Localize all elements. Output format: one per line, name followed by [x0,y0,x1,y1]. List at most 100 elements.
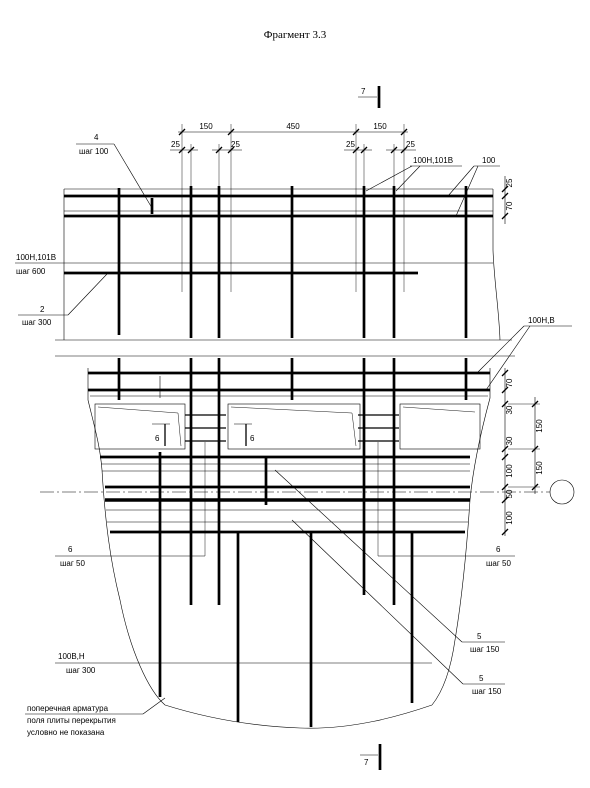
callout-mark: 100Н,101В [413,156,453,165]
callout-mark: 4 [94,133,99,142]
lower-vertical-bars [117,358,468,727]
callout-mark: 100 [482,156,496,165]
slab-break-right [492,189,501,341]
opening-hatch [402,406,476,413]
opening-hatch [230,406,357,447]
dimension-tick [501,453,509,461]
callout-bars-top-right: 100Н,101В 100 [365,156,500,217]
dimension-value: 25 [231,140,240,149]
drawing-note: поперечная арматура поля плиты перекрыти… [25,697,166,737]
callout-step: шаг 300 [22,318,52,327]
dimension-value: 25 [171,140,180,149]
upper-vertical-bars [117,186,468,338]
leader-line [291,519,464,685]
callout-step: шаг 600 [16,267,46,276]
note-line: поперечная арматура [27,704,109,713]
callout-step: шаг 100 [79,147,109,156]
dimension-tick [501,445,509,453]
note-line: поля плиты перекрытия [27,716,116,725]
dimension-tick [178,146,186,154]
section-mark-label: 6 [250,434,255,443]
dimension-tick [501,212,509,220]
axis-line [40,479,575,505]
dimension-tick [178,128,186,136]
dimension-tick [400,146,408,154]
callout-bar-6-right: 6 шаг 50 [377,442,515,568]
dimension-value: 25 [346,140,355,149]
callout-bars-mid-right: 100Н,В [477,316,572,391]
dimension-value: 150 [535,461,544,475]
axis-marker [549,479,575,505]
leader-line [485,325,531,391]
right-dimension-chain-lower: 70 30 30 100 50 100 [501,368,514,536]
callout-bars-left: 100Н,101В шаг 600 [16,253,56,276]
right-dimension-chain-outer: 150 150 [508,397,544,494]
opening [399,403,481,450]
callout-bar-5-lower: 5 шаг 150 [291,519,505,696]
dimension-value: 100 [505,464,514,478]
callout-step: шаг 50 [486,559,511,568]
opening [227,403,361,450]
slab-break-right [431,368,491,706]
callout-mark: 100Н,В [528,316,555,325]
leader-line [365,165,413,192]
lower-slab-outline [87,368,491,729]
dimension-value: 30 [505,436,514,445]
callout-bar-2: 2 шаг 300 [18,273,108,327]
dimension-value: 25 [406,140,415,149]
callout-mark: 5 [479,674,484,683]
callout-mark: 2 [40,305,45,314]
dimension-tick [501,496,509,504]
callout-mark: 6 [496,545,501,554]
slab-openings [94,403,481,450]
section-mark-label: 7 [364,758,369,767]
slab-break-bottom [164,704,433,729]
dimension-value: 100 [505,511,514,525]
note-line: условно не показана [27,728,105,737]
dimension-tick [400,128,408,136]
dimension-tick [360,146,368,154]
dimension-tick [501,369,509,377]
dimension-value: 70 [505,378,514,387]
callout-bar-4: 4 шаг 100 [76,133,153,209]
section-mark-top: 7 [358,86,381,108]
dimension-value: 25 [505,178,514,187]
dimension-value: 450 [286,122,300,131]
dimension-value: 150 [373,122,387,131]
section-mark-6-right: 6 [234,423,255,446]
dimension-tick [531,400,539,408]
drawing-title: Фрагмент 3.3 [264,29,327,41]
callout-mark: 5 [477,632,482,641]
dimension-tick [390,146,398,154]
callout-mark: 6 [68,545,73,554]
callout-step: шаг 150 [470,645,500,654]
callout-mark: 100В,Н [58,652,85,661]
leader-line [477,325,525,373]
dimension-tick [501,192,509,200]
section-mark-bottom: 7 [360,744,382,770]
callout-bar-6-left: 6 шаг 50 [55,442,206,568]
section-mark-label: 7 [361,87,366,96]
callout-mark: 100Н,101В [16,253,56,262]
dimension-tick [501,528,509,536]
upper-horizontal-bars [15,194,493,275]
leader-line [395,165,421,192]
lower-horizontal-bars [55,371,490,664]
dimension-tick [352,128,360,136]
section-mark-label: 6 [155,434,160,443]
dimension-value: 70 [505,201,514,210]
dimension-tick [187,146,195,154]
section-mark-6-left: 6 [152,423,170,446]
dimension-value: 30 [505,405,514,414]
dimension-tick [531,483,539,491]
leader-line [274,469,463,643]
callout-bars-bottom: 100В,Н шаг 300 [58,652,96,675]
small-dimensions: 25 25 25 25 [170,140,416,186]
callout-step: шаг 50 [60,559,85,568]
leader-line [142,697,166,715]
dimension-tick [227,146,235,154]
dimension-tick [227,128,235,136]
slab-break-left [87,368,166,706]
leader-line [455,165,479,217]
